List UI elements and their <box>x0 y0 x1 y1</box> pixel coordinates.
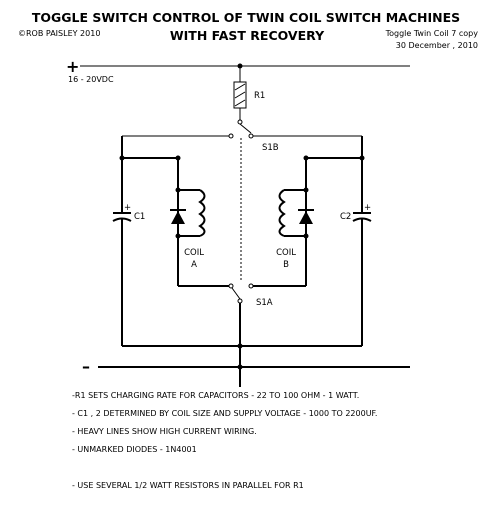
coil-b-label-line2: B <box>283 260 289 270</box>
coil-a-link-junction-bottom <box>175 233 181 239</box>
diode-a-symbol <box>170 209 186 224</box>
coil-a-label-line2: A <box>191 260 197 270</box>
coil-b-link-junction-bottom <box>303 233 309 239</box>
c2-label: C2 <box>340 212 351 222</box>
coil-a-winding <box>198 189 206 237</box>
coil-a-label-line1: COIL <box>184 248 204 258</box>
title-line-1: TOGGLE SWITCH CONTROL OF TWIN COIL SWITC… <box>32 10 460 25</box>
c1-label: C1 <box>134 212 145 222</box>
minus-rail-symbol: – <box>82 357 90 376</box>
c1-capacitor-symbol <box>112 212 132 222</box>
plus-rail-symbol: + <box>66 57 79 76</box>
s1a-label: S1A <box>256 298 273 308</box>
s1a-right-contact <box>248 283 254 289</box>
s1a-switch-blade <box>231 287 241 300</box>
s1a-common-contact <box>237 298 243 304</box>
coil-b-winding <box>278 189 286 237</box>
note-1: -R1 SETS CHARGING RATE FOR CAPACITORS - … <box>72 391 359 400</box>
file-name-text: Toggle Twin Coil 7 copy <box>385 29 479 38</box>
s1a-left-contact <box>228 283 234 289</box>
note-2: - C1 , 2 DETERMINED BY COIL SIZE AND SUP… <box>72 409 377 418</box>
c2-plus-label: + <box>364 203 371 213</box>
r1-label: R1 <box>254 91 265 101</box>
note-5: - USE SEVERAL 1/2 WATT RESISTORS IN PARA… <box>72 481 304 490</box>
copyright-text: ©ROB PAISLEY 2010 <box>18 29 100 38</box>
s1b-right-contact <box>248 133 254 139</box>
coil-b-label-line1: COIL <box>276 248 296 258</box>
coil-b-link-junction-top <box>303 187 309 193</box>
supply-voltage-label: 16 - 20VDC <box>68 75 114 84</box>
r1-resistor-symbol <box>233 81 247 109</box>
s1b-switch-blade <box>239 123 252 134</box>
title-line-2: WITH FAST RECOVERY <box>170 28 325 43</box>
date-text: 30 December , 2010 <box>396 41 478 50</box>
s1b-left-contact <box>228 133 234 139</box>
c2-capacitor-symbol <box>352 212 372 222</box>
s1b-label: S1B <box>262 143 279 153</box>
s1b-common-contact <box>237 119 243 125</box>
c1-plus-label: + <box>124 203 131 213</box>
note-3: - HEAVY LINES SHOW HIGH CURRENT WIRING. <box>72 427 257 436</box>
note-4: - UNMARKED DIODES - 1N4001 <box>72 445 197 454</box>
diode-b-symbol <box>298 209 314 224</box>
coil-a-link-junction-top <box>175 187 181 193</box>
